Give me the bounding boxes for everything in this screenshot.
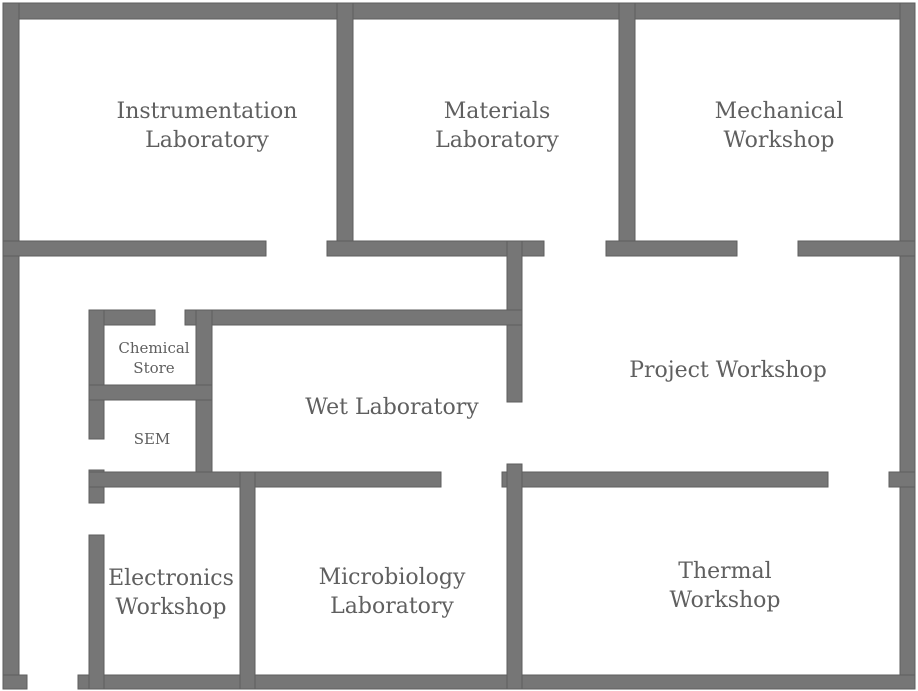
wall-micro-thermal (506, 463, 523, 690)
wall-electronics-micro (239, 471, 256, 690)
room-label-line: Instrumentation (117, 99, 298, 124)
wall-mechanical-bottom-left (605, 240, 738, 257)
room-label-line: Project Workshop (629, 358, 827, 383)
room-label-line: Laboratory (145, 128, 269, 153)
outer-wall-left (2, 2, 20, 690)
room-wet-lab: Wet Laboratory (305, 395, 479, 420)
outer-wall-bottom (77, 674, 916, 690)
room-label-line: Workshop (116, 595, 227, 620)
outer-wall-top (2, 2, 916, 20)
room-label-line: SEM (134, 430, 171, 448)
room-label-line: Mechanical (715, 99, 844, 124)
room-label-line: Chemical (118, 339, 189, 357)
room-label-line: Laboratory (330, 594, 454, 619)
wall-electronics-left (88, 534, 105, 690)
wall-middle-right-stub (888, 471, 916, 488)
wall-wet-lab-top (184, 309, 523, 326)
wall-middle-right (501, 471, 829, 488)
room-label-line: Wet Laboratory (305, 395, 479, 420)
wall-materials-mechanical (618, 2, 636, 257)
wall-store-left (88, 309, 105, 440)
wall-materials-bottom (326, 240, 545, 257)
wall-instr-materials (336, 2, 354, 257)
room-sem: SEM (134, 430, 171, 448)
wall-middle-left (88, 471, 442, 488)
room-project-workshop: Project Workshop (629, 358, 827, 383)
room-label-line: Store (133, 359, 175, 377)
room-label-line: Laboratory (435, 128, 559, 153)
room-label-line: Workshop (670, 588, 781, 613)
outer-wall-right (899, 2, 916, 690)
room-label-line: Thermal (678, 559, 771, 584)
wall-chem-sem-divider (88, 384, 213, 401)
room-label-line: Microbiology (319, 565, 466, 590)
room-label-line: Materials (444, 99, 551, 124)
room-label-line: Electronics (108, 566, 234, 591)
wall-mechanical-bottom-right (797, 240, 916, 257)
outer-wall-bottom-left (2, 674, 28, 690)
room-label-line: Workshop (724, 128, 835, 153)
wall-instr-bottom (2, 240, 267, 257)
